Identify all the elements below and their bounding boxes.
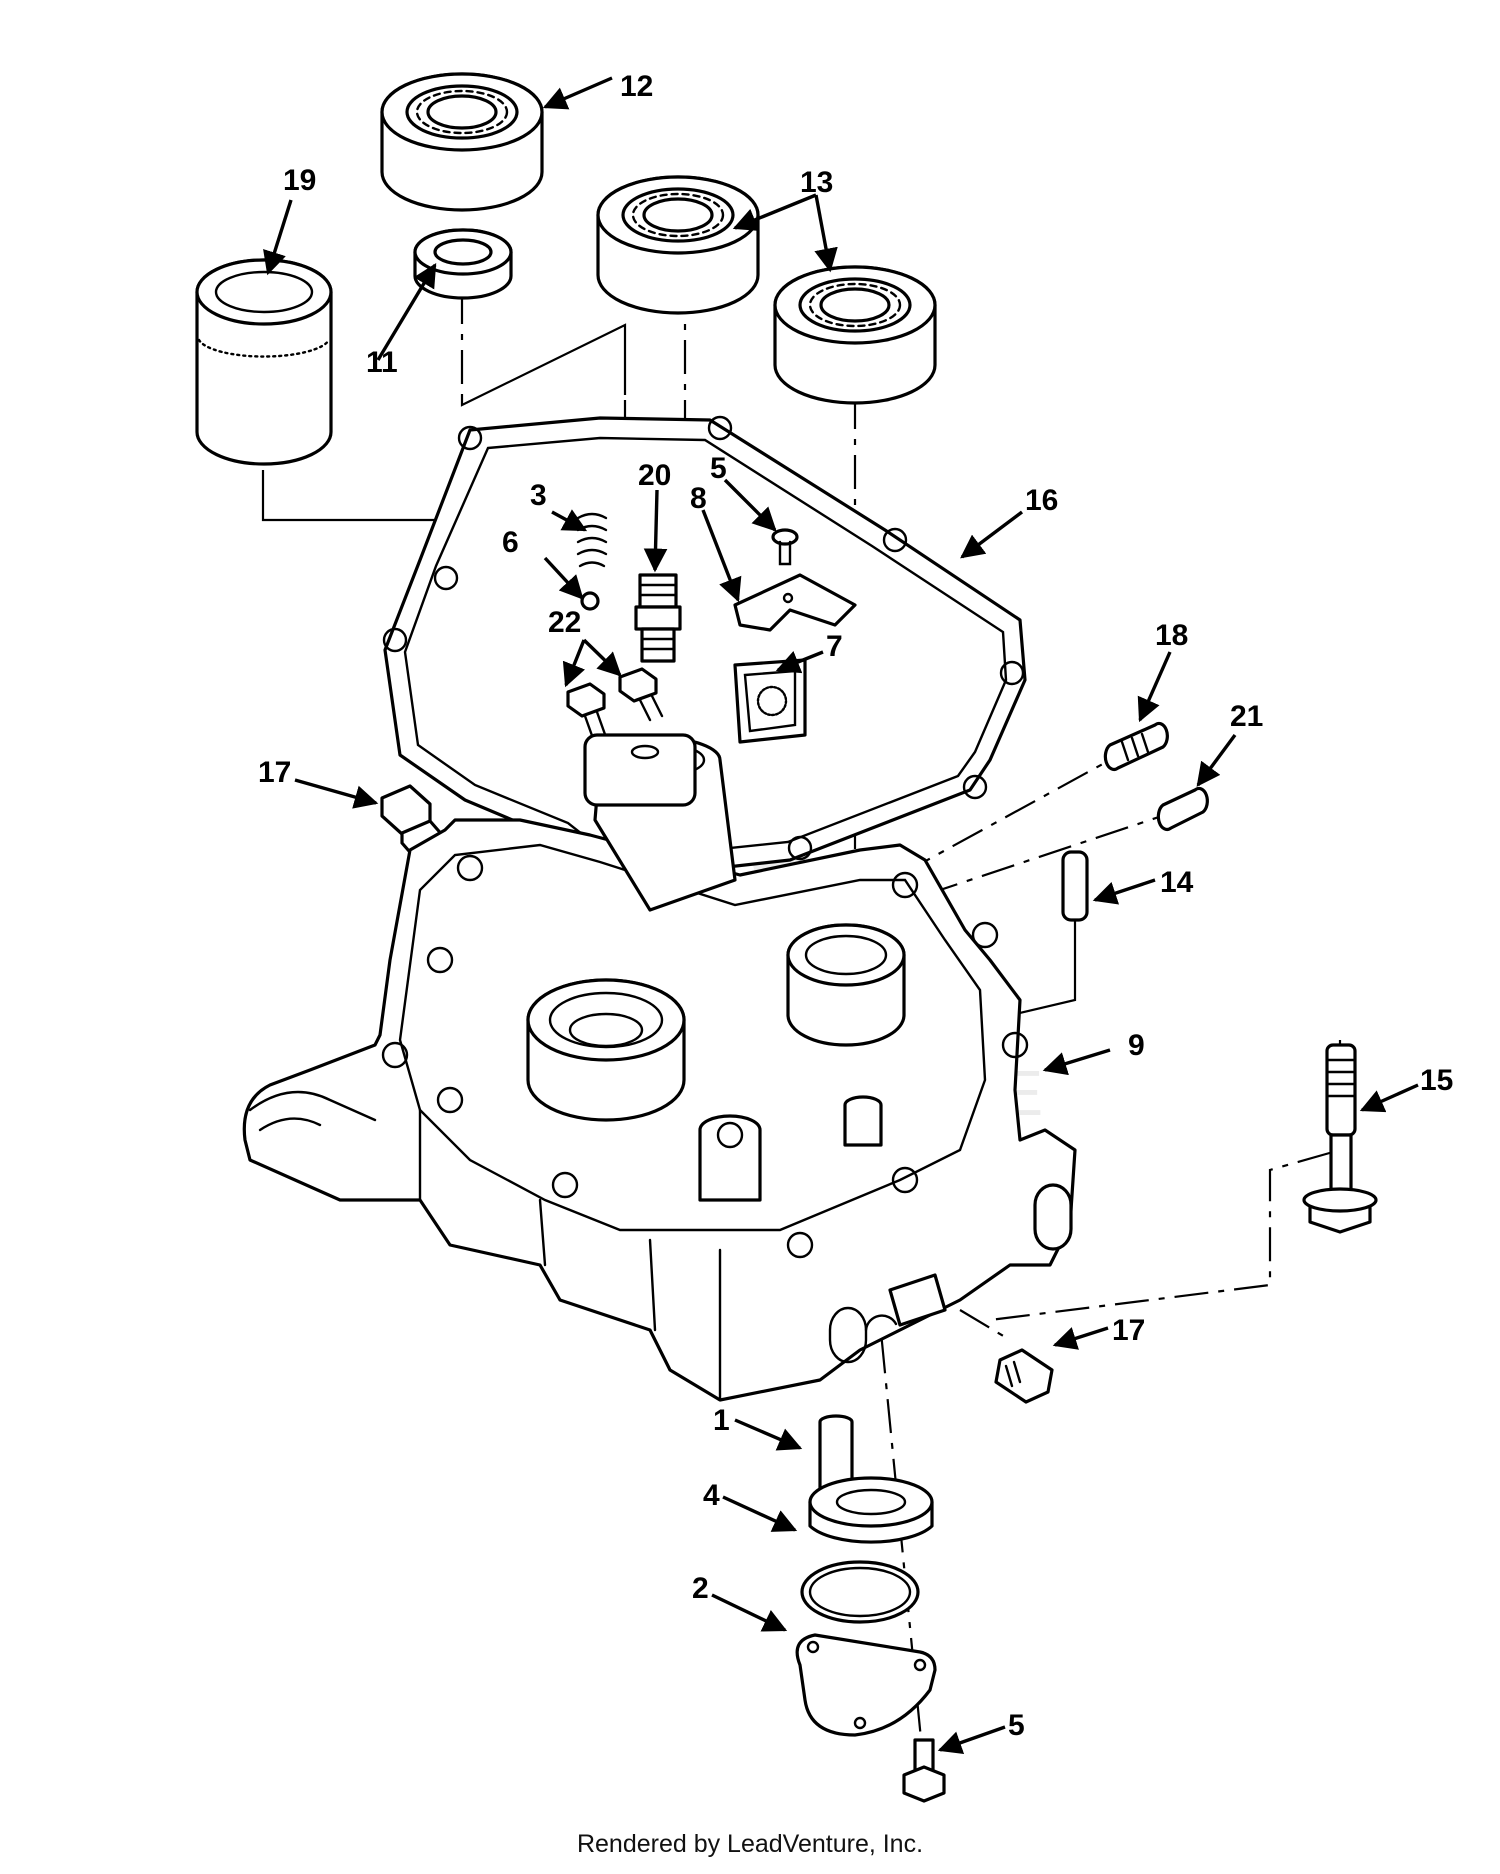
callout-3: 3 [530,479,547,512]
setscrew-18 [1103,721,1169,772]
spring-3 [576,512,608,568]
screw-5-lower [902,1738,946,1803]
callout-20: 20 [638,459,671,492]
o-ring-4 [800,1560,920,1624]
callout-5-upper: 5 [710,452,727,485]
seal-11 [413,228,513,300]
callout-1: 1 [713,1404,730,1437]
callout-6: 6 [502,526,519,559]
callout-21: 21 [1230,700,1263,733]
callout-5-lower: 5 [1008,1709,1025,1742]
callout-15: 15 [1420,1064,1453,1097]
callout-18: 18 [1155,619,1188,652]
callout-7: 7 [826,630,843,663]
oil-pump-rotor-1 [808,1414,934,1544]
callout-labels: 12 19 13 11 16 3 20 5 8 6 22 7 18 21 17 … [258,70,1453,1742]
bearing-12 [380,72,544,212]
bearing-13-lower [773,265,937,405]
fitting-20 [634,573,682,663]
callout-2: 2 [692,1572,709,1605]
dowel-14 [1061,850,1089,922]
leader-arrows [263,76,1419,1755]
pin-21 [1156,786,1209,832]
ball-6 [580,591,600,611]
fittings-22 [566,667,664,746]
bolt-15 [1302,1043,1378,1234]
gasket-16 [382,415,1027,882]
oil-filter-19 [195,258,333,466]
callout-19: 19 [283,164,316,197]
callout-8: 8 [690,482,707,515]
callout-16: 16 [1025,484,1058,517]
callout-9: 9 [1128,1029,1145,1062]
callout-11: 11 [366,346,398,379]
baffle-8 [733,573,857,632]
callout-4: 4 [703,1479,720,1512]
callout-13: 13 [800,166,833,199]
cover-plate-2 [795,1633,937,1737]
callout-17-right: 17 [1112,1314,1145,1347]
footer-credit: Rendered by LeadVenture, Inc. [576,1830,924,1858]
screw-5-upper [771,528,799,566]
callout-12: 12 [620,70,653,103]
callout-17-left: 17 [258,756,291,789]
callout-14: 14 [1160,866,1194,899]
plug-17-right [994,1348,1054,1404]
screen-7 [733,658,807,744]
callout-22: 22 [548,606,581,639]
bearing-13-upper [596,175,760,315]
sump-housing-9 [242,733,1077,1402]
